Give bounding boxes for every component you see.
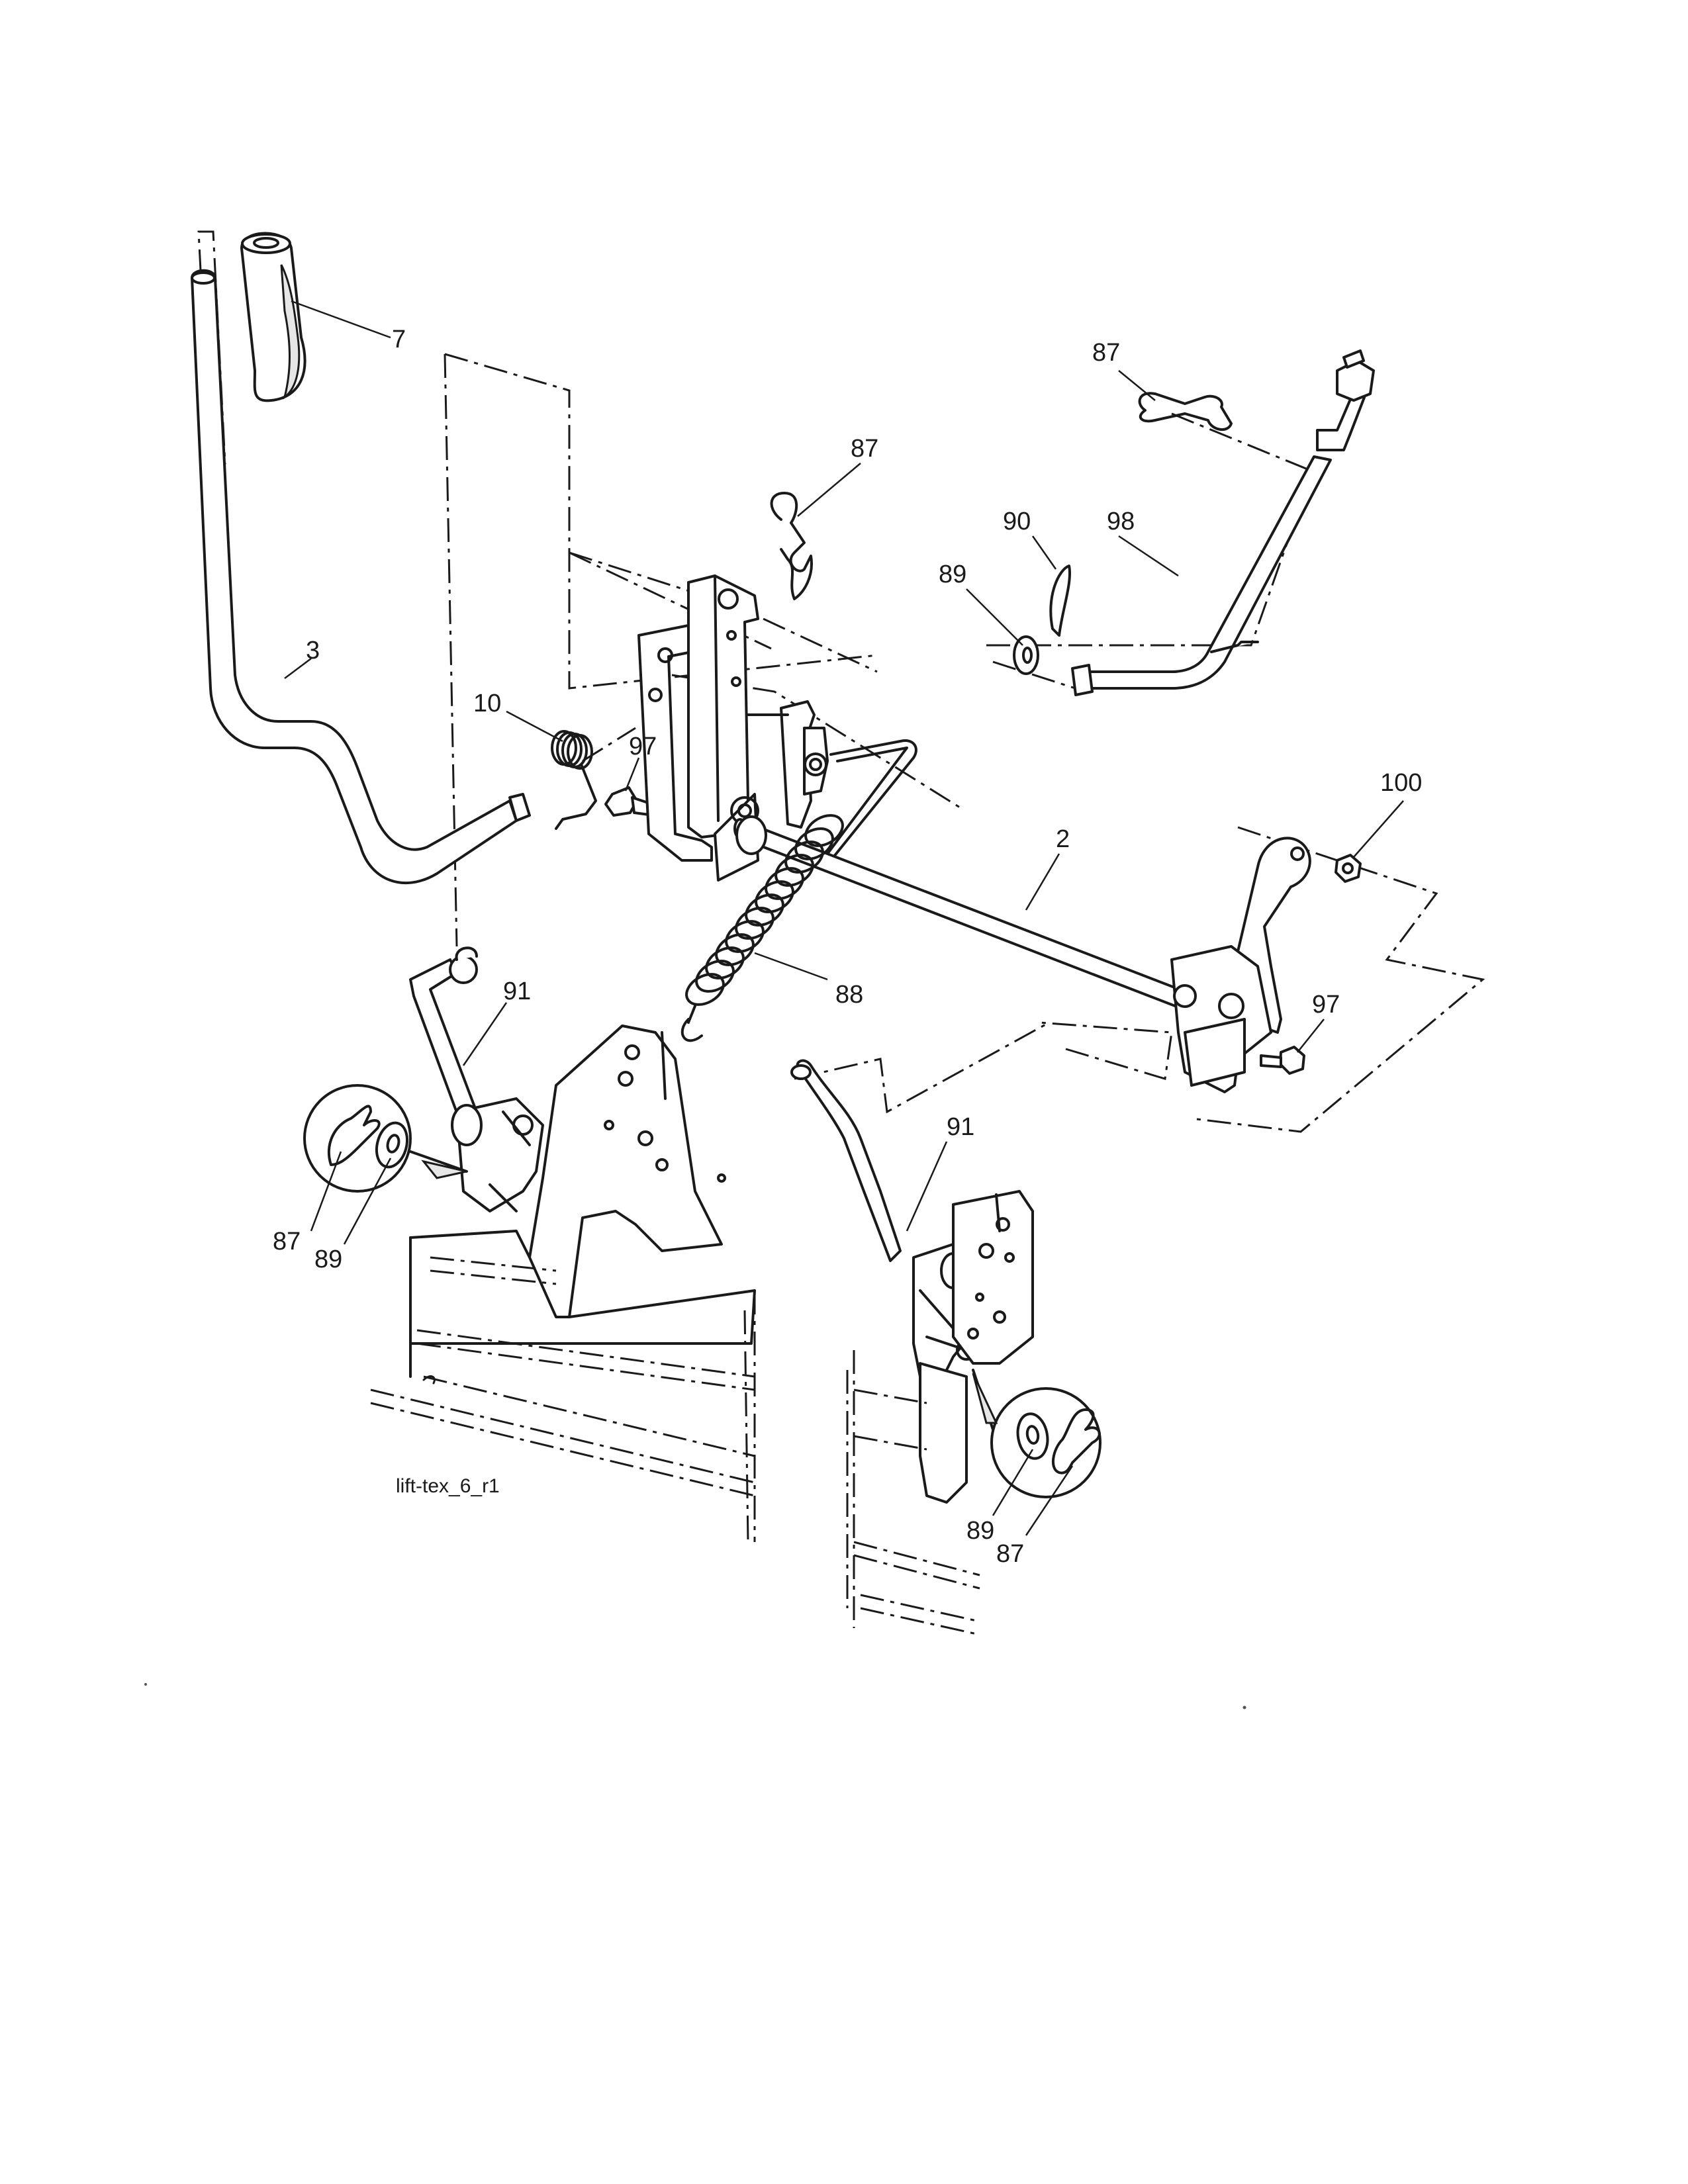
hairpin-clip-right [1138,392,1233,431]
callout-detail-left-washer: 89 [314,1246,342,1273]
right-deck-bracket [912,1190,1034,1385]
washer-right [1013,635,1039,675]
lift-spring [680,814,844,1042]
callout-lift-shaft: 2 [1056,825,1070,853]
torsion-spring [551,730,597,830]
callout-detail-right-pin: 87 [996,1540,1024,1568]
nut [1335,854,1362,883]
lift-lever [191,269,531,885]
right-deck-panel [846,1350,980,1636]
callout-hairpin-top: 87 [851,435,878,463]
callout-labels: 7 3 10 97 87 87 90 89 98 100 2 88 97 91 … [273,326,1422,1568]
hairpin-clip-top [770,492,813,600]
left-deck-panel [370,1230,756,1543]
link-rod-assembly [1071,349,1375,696]
callout-washer-right: 89 [939,561,966,588]
callout-spring-small: 10 [473,690,501,717]
detail-circle-left [303,1084,468,1193]
callout-nut: 100 [1380,769,1422,797]
bolt-right [1260,1046,1305,1075]
leader-lines [284,300,1404,1536]
left-deck-bracket [451,1024,726,1338]
drawing-id-label: lift-tex_6_r1 [396,1475,500,1497]
link-left [409,946,488,1150]
wire-loop [820,739,917,862]
callout-detail-left-pin: 87 [273,1228,301,1255]
callout-lift-lever: 3 [306,637,320,664]
callout-lift-spring: 88 [835,981,863,1009]
cotter-pin-right [1049,565,1071,637]
callout-hairpin-right: 87 [1092,339,1120,367]
scan-specks [144,1683,1246,1709]
callout-handle-grip: 7 [392,326,406,353]
callout-link-rod: 98 [1107,508,1135,535]
handle-grip [240,232,306,402]
pivot-bracket [747,700,829,829]
detail-circle-right [972,1369,1102,1498]
callout-detail-right-washer: 89 [966,1517,994,1545]
callout-cotter-pin: 90 [1003,508,1031,535]
callout-link-left: 91 [503,978,531,1005]
link-right [790,1059,902,1262]
callout-bolt-right: 97 [1312,991,1340,1019]
right-lift-arm [1170,837,1311,1093]
callout-link-right: 91 [947,1113,974,1141]
mounting-bracket [637,574,759,882]
spring-coils [685,814,844,1006]
lift-shaft [733,815,1190,1011]
callout-bolt-left: 97 [629,733,657,760]
